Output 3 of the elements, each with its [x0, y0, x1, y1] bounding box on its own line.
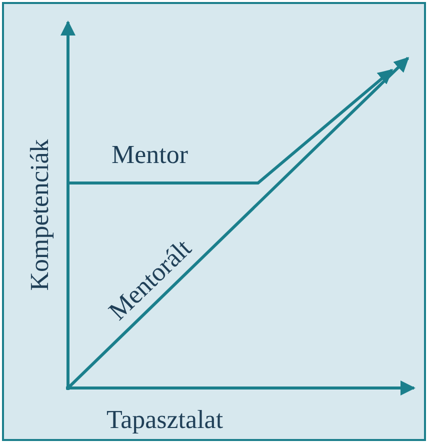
- axis-title: Tapasztalat: [106, 407, 224, 433]
- line-label: Mentor: [112, 142, 188, 168]
- axis-title: Kompetenciák: [26, 139, 53, 291]
